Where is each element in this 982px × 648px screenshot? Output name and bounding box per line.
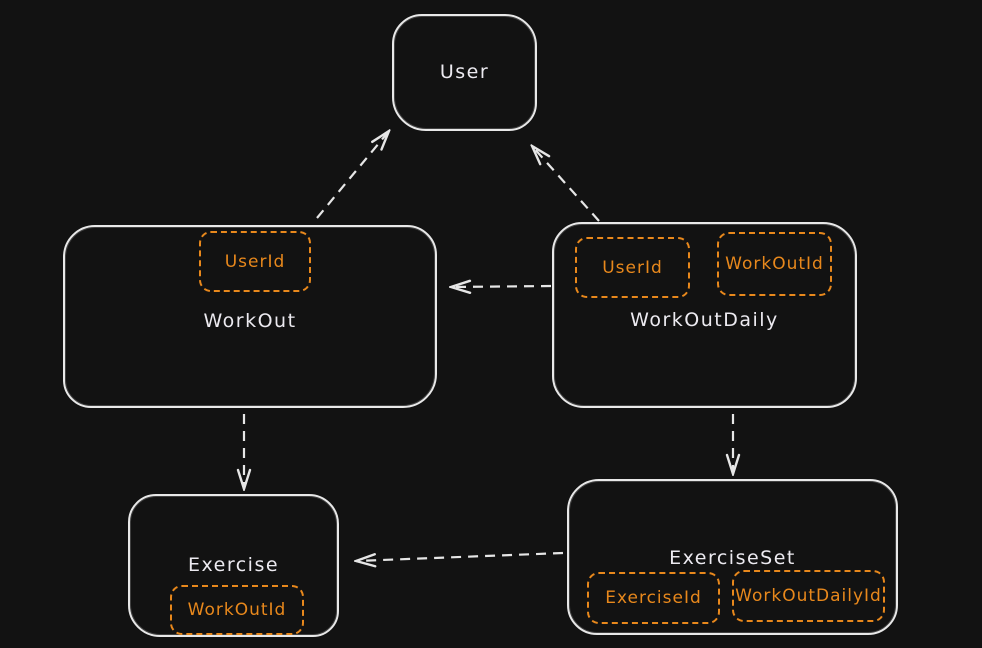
key-badge-userid-label: UserId <box>602 257 663 278</box>
entity-workout[interactable]: UserId WorkOut <box>63 225 437 408</box>
arrow-workoutdaily-to-workout[interactable] <box>451 286 552 287</box>
arrow-exerciseset-to-exercise[interactable] <box>356 551 564 561</box>
key-badge-exerciseid[interactable]: ExerciseId <box>587 572 720 624</box>
entity-user[interactable]: User <box>392 14 537 131</box>
arrow-workoutdaily-to-user[interactable] <box>532 146 600 222</box>
key-badge-workoutdailyid[interactable]: WorkOutDailyId <box>732 570 885 622</box>
key-badge-workoutid[interactable]: WorkOutId <box>717 232 832 296</box>
entity-exerciseset-label: ExerciseSet <box>669 547 796 569</box>
key-badge-userid[interactable]: UserId <box>199 231 311 292</box>
entity-workout-label: WorkOut <box>203 310 297 332</box>
key-badge-workoutid-label: WorkOutId <box>187 600 287 620</box>
key-badge-userid[interactable]: UserId <box>575 237 690 298</box>
entity-workoutdaily-label: WorkOutDaily <box>630 309 779 331</box>
entity-exerciseset[interactable]: ExerciseSet ExerciseId WorkOutDailyId <box>567 479 898 635</box>
key-badge-workoutid[interactable]: WorkOutId <box>170 585 304 635</box>
entity-user-label: User <box>439 60 490 83</box>
key-badge-userid-label: UserId <box>224 251 286 272</box>
key-badge-exerciseid-label: ExerciseId <box>605 588 702 608</box>
key-badge-workoutid-label: WorkOutId <box>725 254 824 274</box>
arrow-workout-to-user[interactable] <box>316 131 389 219</box>
entity-exercise[interactable]: Exercise WorkOutId <box>128 494 339 637</box>
key-badge-workoutdailyid-label: WorkOutDailyId <box>735 586 882 606</box>
entity-workoutdaily[interactable]: UserId WorkOutId WorkOutDaily <box>552 222 857 408</box>
entity-exercise-label: Exercise <box>187 554 280 576</box>
